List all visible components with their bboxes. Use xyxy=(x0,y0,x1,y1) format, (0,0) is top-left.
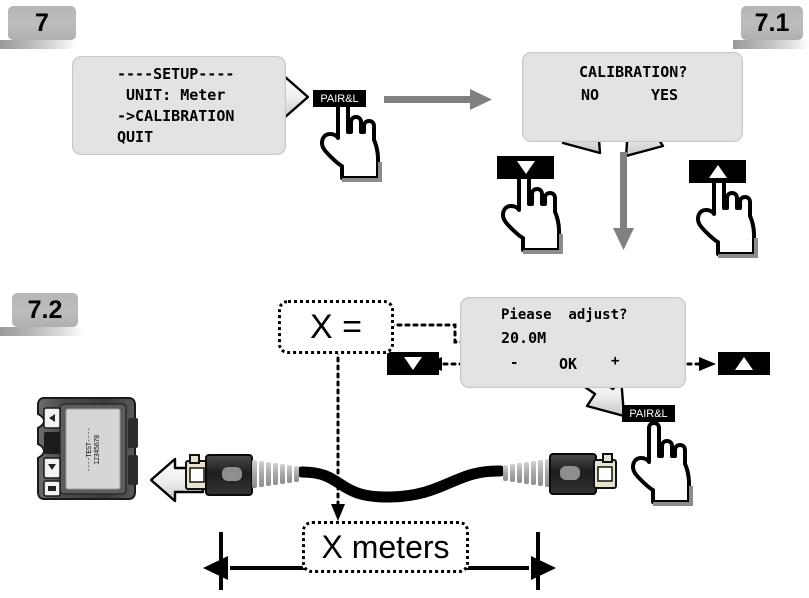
triangle-up-icon xyxy=(735,357,753,370)
pointing-hand-icon-pair-top xyxy=(320,97,382,182)
adjust-value: 20.0M xyxy=(501,329,547,347)
pointing-hand-icon-yes xyxy=(696,173,758,258)
dotted-link-arrowhead-cable xyxy=(331,504,345,521)
triangle-up-icon xyxy=(708,165,727,178)
down-arrow-button-minus[interactable] xyxy=(387,352,439,375)
x-equals-label: X = xyxy=(310,307,362,346)
setup-line-title: ----SETUP---- xyxy=(117,65,235,83)
triangle-down-icon xyxy=(516,161,535,174)
callout-arrow-plug-into-device xyxy=(149,457,205,503)
step-badge-7-1-label: 7.1 xyxy=(754,8,790,37)
adjust-ok-label[interactable]: OK xyxy=(559,355,578,373)
up-arrow-button-yes[interactable] xyxy=(689,160,746,183)
network-cable xyxy=(296,465,506,503)
adjust-plus-label[interactable]: + xyxy=(611,353,620,369)
calibration-title: CALIBRATION? xyxy=(579,63,688,81)
flow-arrow-setup-to-calibration xyxy=(384,89,492,110)
rj45-connector-left xyxy=(185,454,299,496)
x-meters-label: X meters xyxy=(321,528,450,565)
step-badge-7: 7 xyxy=(8,6,76,40)
adjust-title: Piease adjust? xyxy=(501,307,628,323)
pointing-hand-icon-pair-bottom xyxy=(631,421,693,506)
pair-and-l-button-bottom[interactable]: PAIR&L xyxy=(622,405,675,422)
x-meters-callout: X meters xyxy=(302,521,469,573)
step-badge-7-1-shadow xyxy=(733,40,809,49)
step-badge-7-2-label: 7.2 xyxy=(27,295,63,324)
step-badge-7-2: 7.2 xyxy=(12,293,78,327)
setup-line-quit: QUIT xyxy=(117,128,154,146)
rj45-connector-right xyxy=(503,453,617,495)
calibration-option-yes[interactable]: YES xyxy=(651,86,679,104)
down-arrow-button-no[interactable] xyxy=(497,156,554,179)
up-arrow-button-plus[interactable] xyxy=(718,352,770,375)
adjust-screen: Piease adjust? 20.0M - OK + xyxy=(460,297,686,388)
step-badge-7-2-shadow xyxy=(0,327,84,336)
calibration-prompt-screen: CALIBRATION? NO YES xyxy=(522,52,743,142)
pair-and-l-button-bottom-label: PAIR&L xyxy=(629,407,668,420)
calibration-option-no[interactable]: NO xyxy=(581,86,600,104)
pair-and-l-button-top-label: PAIR&L xyxy=(320,92,359,105)
dotted-link-arrowhead-up xyxy=(699,357,716,371)
step-badge-7-shadow xyxy=(0,40,76,49)
cable-tester-display-line2: 12345678 xyxy=(93,435,101,465)
setup-line-calibration: ->CALIBRATION xyxy=(117,107,235,125)
pointing-hand-icon-no xyxy=(501,169,563,254)
step-badge-7-label: 7 xyxy=(35,8,49,37)
cable-tester-display-line1: ----TEST---- xyxy=(85,427,93,473)
triangle-down-icon xyxy=(404,357,422,370)
x-equals-callout: X = xyxy=(278,300,394,354)
adjust-minus-label[interactable]: - xyxy=(510,355,519,371)
cable-tester-display-text: ----TEST---- 12345678 xyxy=(66,409,120,489)
pair-and-l-button-top[interactable]: PAIR&L xyxy=(313,90,366,107)
flow-arrow-calibration-to-adjust xyxy=(613,152,634,250)
setup-line-unit: UNIT: Meter xyxy=(117,86,226,104)
step-badge-7-1: 7.1 xyxy=(741,6,803,40)
setup-menu-screen: ----SETUP---- UNIT: Meter ->CALIBRATION … xyxy=(72,56,286,155)
